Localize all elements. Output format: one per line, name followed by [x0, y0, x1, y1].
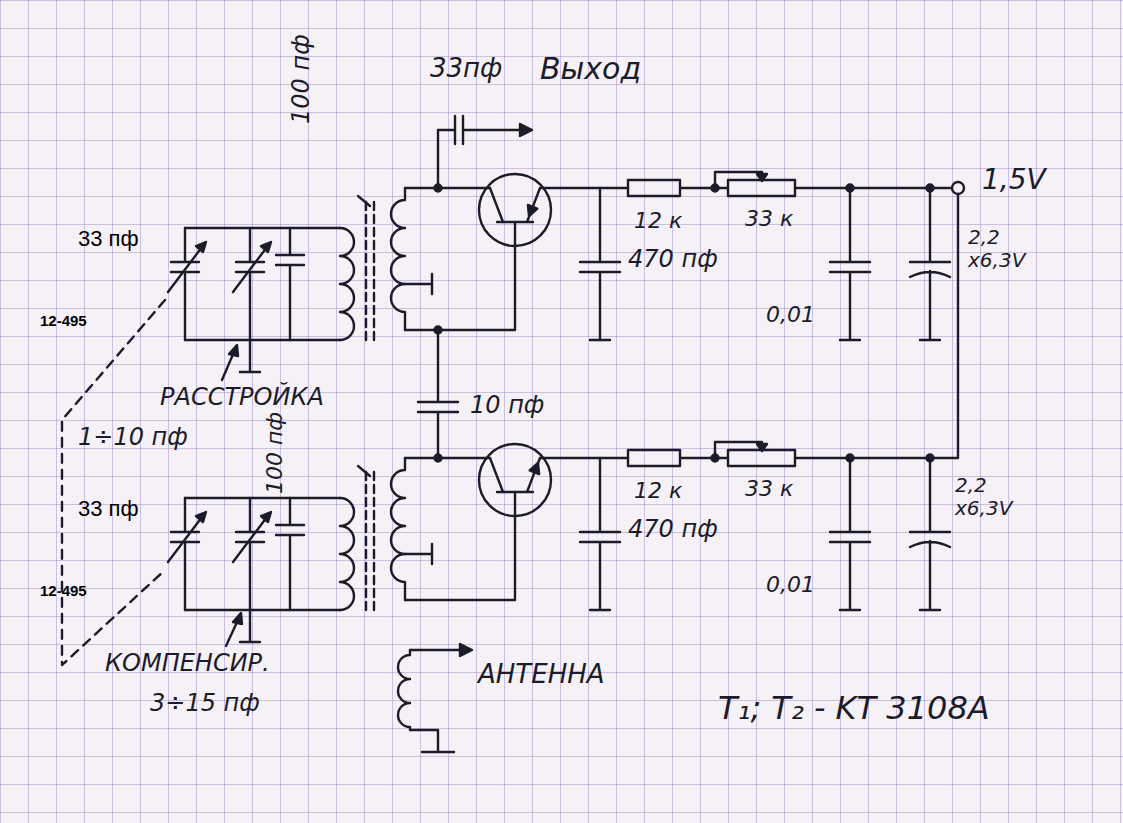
component-label: 12 к — [634, 478, 682, 503]
component-label: 470 пф — [628, 246, 718, 274]
upper-stage — [168, 172, 950, 372]
output-arrow — [520, 124, 532, 136]
component-label: 33 пф — [78, 226, 139, 251]
component-label: 12-495 — [40, 582, 87, 599]
antenna-coil — [398, 650, 454, 752]
component-label: 1,5V — [982, 164, 1046, 196]
gang-link — [62, 300, 165, 665]
component-label: 3÷15 пф — [150, 690, 260, 718]
coupling-capacitor — [418, 330, 458, 458]
component-label: КОМПЕНСИР. — [105, 650, 270, 678]
component-label: 2,2 x6,3V — [968, 226, 1042, 272]
component-label: 0,01 — [766, 302, 815, 327]
wires — [62, 116, 964, 752]
component-label: 33 к — [745, 476, 793, 501]
component-label: 2,2 x6,3V — [955, 474, 1029, 520]
component-label: 33пф — [430, 54, 502, 84]
leader-line — [222, 352, 234, 380]
antenna-lead — [410, 649, 462, 651]
component-label: 1÷10 пф — [78, 424, 188, 452]
component-label: 12 к — [634, 208, 682, 233]
component-label: АНТЕННА — [478, 660, 605, 690]
output-capacitor — [438, 116, 522, 188]
emitter-arrow — [528, 205, 537, 216]
component-label: 470 пф — [628, 516, 718, 544]
component-label: T₁; T₂ - KT 3108A — [718, 690, 990, 727]
component-label: Выход — [540, 52, 641, 87]
component-label: 33 пф — [78, 496, 139, 521]
component-label: 33 к — [745, 206, 793, 231]
component-label: 100 пф — [288, 34, 316, 124]
emitter-arrow — [530, 463, 539, 474]
component-label: 12-495 — [40, 312, 87, 329]
supply-wire — [930, 194, 958, 458]
component-label: 100 пф — [262, 412, 287, 494]
component-label: РАССТРОЙКА — [160, 384, 324, 412]
component-label: 10 пф — [470, 392, 544, 420]
component-label: 0,01 — [766, 572, 815, 597]
supply-terminal — [952, 182, 964, 194]
